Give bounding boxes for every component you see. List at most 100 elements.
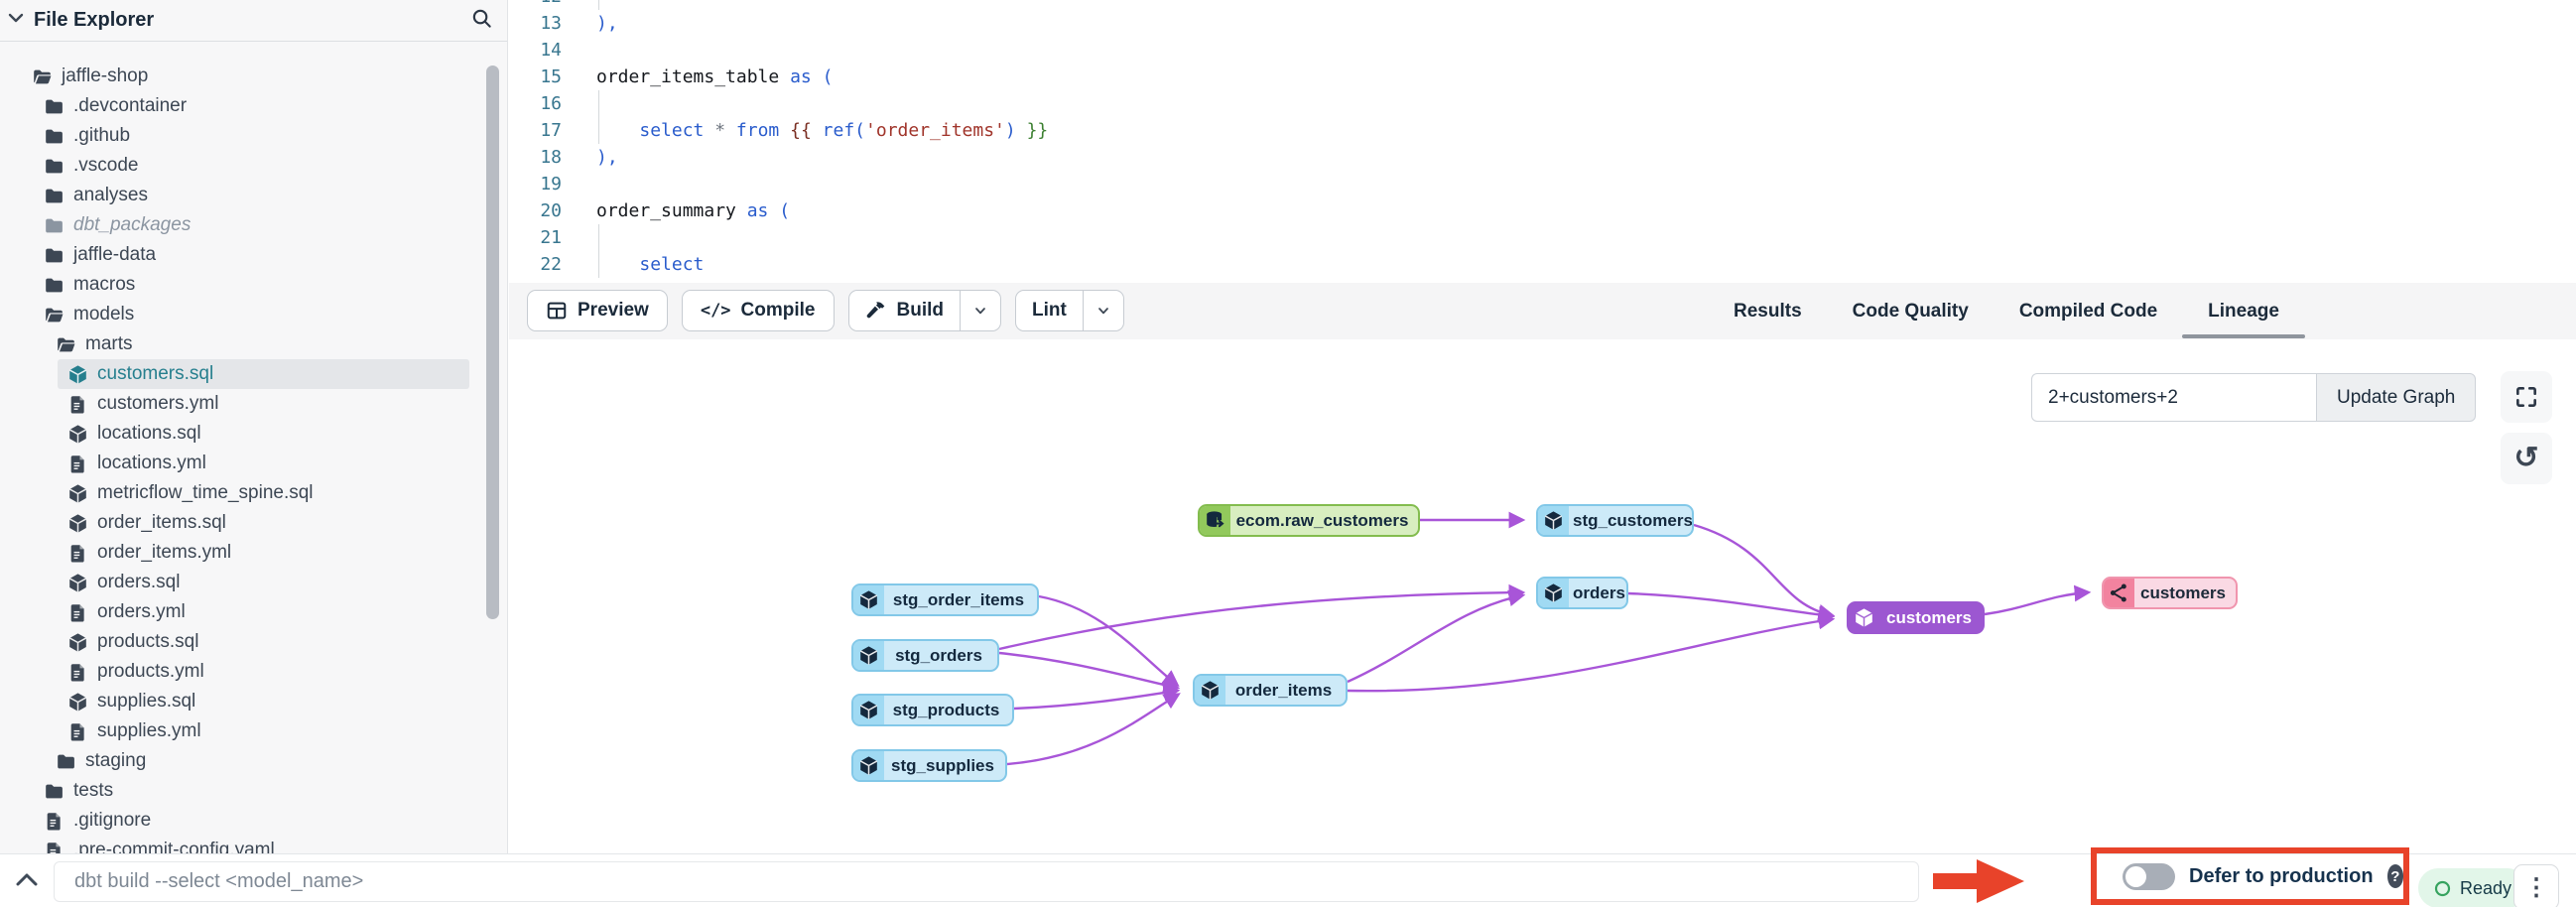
defer-toggle[interactable] [2123,862,2175,890]
file-item-label: analyses [73,185,148,205]
file-item-marts[interactable]: marts [0,329,507,359]
preview-button[interactable]: Preview [527,289,668,331]
file-item--vscode[interactable]: .vscode [0,151,507,181]
file-item--gitignore[interactable]: .gitignore [0,806,507,836]
lineage-node-stg-order-items[interactable]: stg_order_items [851,583,1039,616]
doc-icon [67,394,88,415]
build-dropdown-button[interactable] [961,291,1000,330]
file-item-label: products.sql [97,631,199,652]
code-line-12: 12 [509,0,2576,10]
file-item-label: products.yml [97,661,204,682]
file-item-jaffle-data[interactable]: jaffle-data [0,240,507,270]
file-explorer-title: File Explorer [34,9,155,31]
code-text: select [639,254,705,275]
file-item-products-sql[interactable]: products.sql [0,627,507,657]
file-item-models[interactable]: models [0,300,507,329]
file-item-orders-sql[interactable]: orders.sql [0,568,507,597]
file-item-locations-sql[interactable]: locations.sql [0,419,507,449]
file-item-staging[interactable]: staging [0,746,507,776]
lineage-node-customers-exposure[interactable]: customers [2102,577,2238,609]
lineage-node-stg-products[interactable]: stg_products [851,694,1014,726]
lineage-node-stg-orders[interactable]: stg_orders [851,639,999,672]
file-item-label: marts [85,333,133,354]
file-item-order-items-yml[interactable]: order_items.yml [0,538,507,568]
graph-query-input[interactable] [2031,373,2316,422]
model-cube-icon [1538,506,1569,535]
lineage-node-orders[interactable]: orders [1536,577,1628,609]
reset-view-button[interactable]: ↺ [2501,433,2552,484]
doc-icon [67,602,88,623]
file-item-jaffle-shop[interactable]: jaffle-shop [0,62,507,91]
help-icon[interactable]: ? [2386,864,2403,888]
search-icon[interactable] [470,7,493,35]
lint-dropdown-button[interactable] [1084,291,1123,330]
folder-icon [44,186,64,206]
lineage-node-order-items[interactable]: order_items [1193,674,1348,707]
tab-lineage[interactable]: Lineage [2182,283,2305,339]
folder-icon [44,156,64,177]
file-item--devcontainer[interactable]: .devcontainer [0,91,507,121]
model-cube-icon [853,696,884,724]
lineage-node-customers[interactable]: customers [1847,601,1985,634]
update-graph-button[interactable]: Update Graph [2316,373,2477,422]
file-item-customers-yml[interactable]: customers.yml [0,389,507,419]
model-cube-icon [853,585,884,614]
file-item-supplies-sql[interactable]: supplies.sql [0,687,507,716]
tab-compiled-code[interactable]: Compiled Code [2018,300,2158,322]
file-item-order-items-sql[interactable]: order_items.sql [0,508,507,538]
file-item-metricflow-time-spine-sql[interactable]: metricflow_time_spine.sql [0,478,507,508]
doc-icon [67,543,88,564]
lineage-node-label: stg_supplies [891,755,994,775]
tab-results[interactable]: Results [1734,300,1802,322]
file-item--github[interactable]: .github [0,121,507,151]
model-cube-icon [67,632,88,653]
doc-icon [67,662,88,683]
lineage-node-stg-supplies[interactable]: stg_supplies [851,749,1007,782]
file-item-products-yml[interactable]: products.yml [0,657,507,687]
compile-button[interactable]: </> Compile [681,289,835,331]
kebab-menu-button[interactable]: ⋮ [2513,864,2559,907]
line-number: 15 [540,66,562,87]
file-item-locations-yml[interactable]: locations.yml [0,449,507,478]
lint-button[interactable]: Lint [1016,290,1084,330]
file-tree-scrollbar[interactable] [486,65,499,619]
file-item-tests[interactable]: tests [0,776,507,806]
file-item-analyses[interactable]: analyses [0,181,507,210]
file-item-customers-sql[interactable]: customers.sql [0,359,507,389]
file-item-orders-yml[interactable]: orders.yml [0,597,507,627]
file-item-macros[interactable]: macros [0,270,507,300]
build-button[interactable]: Build [849,290,961,330]
lineage-node-label: orders [1573,583,1625,602]
folder-open-icon [32,66,53,87]
file-item-supplies-yml[interactable]: supplies.yml [0,716,507,746]
lineage-node-label: customers [2140,583,2226,602]
lineage-node-label: customers [1886,607,1972,627]
file-item-label: order_items.yml [97,542,232,563]
doc-icon [67,454,88,474]
model-cube-icon [853,641,884,670]
file-item-label: .github [73,125,131,146]
lineage-node-ecom-raw-customers[interactable]: ecom.raw_customers [1198,504,1420,537]
table-icon [546,300,568,322]
defer-label: Defer to production [2189,864,2374,887]
file-item-dbt-packages[interactable]: dbt_packages [0,210,507,240]
file-item-label: orders.yml [97,601,186,622]
chevron-down-icon[interactable] [6,8,26,33]
chevron-up-icon[interactable] [14,870,40,890]
code-line-16: 16 [509,90,2576,117]
compile-label: Compile [740,299,816,321]
editor-toolbar: Preview </> Compile Build Lint [509,283,2576,339]
lineage-canvas[interactable] [0,339,2576,853]
lineage-node-stg-customers[interactable]: stg_customers [1536,504,1694,537]
file-item-label: supplies.sql [97,691,196,712]
dbt-command-input[interactable] [54,861,1919,902]
fullscreen-button[interactable] [2501,371,2552,423]
preview-label: Preview [578,299,649,321]
file-item--pre-commit-config-yaml[interactable]: .pre-commit-config.yaml [0,836,507,853]
tab-code-quality[interactable]: Code Quality [1852,300,1969,322]
model-cube-icon [67,483,88,504]
